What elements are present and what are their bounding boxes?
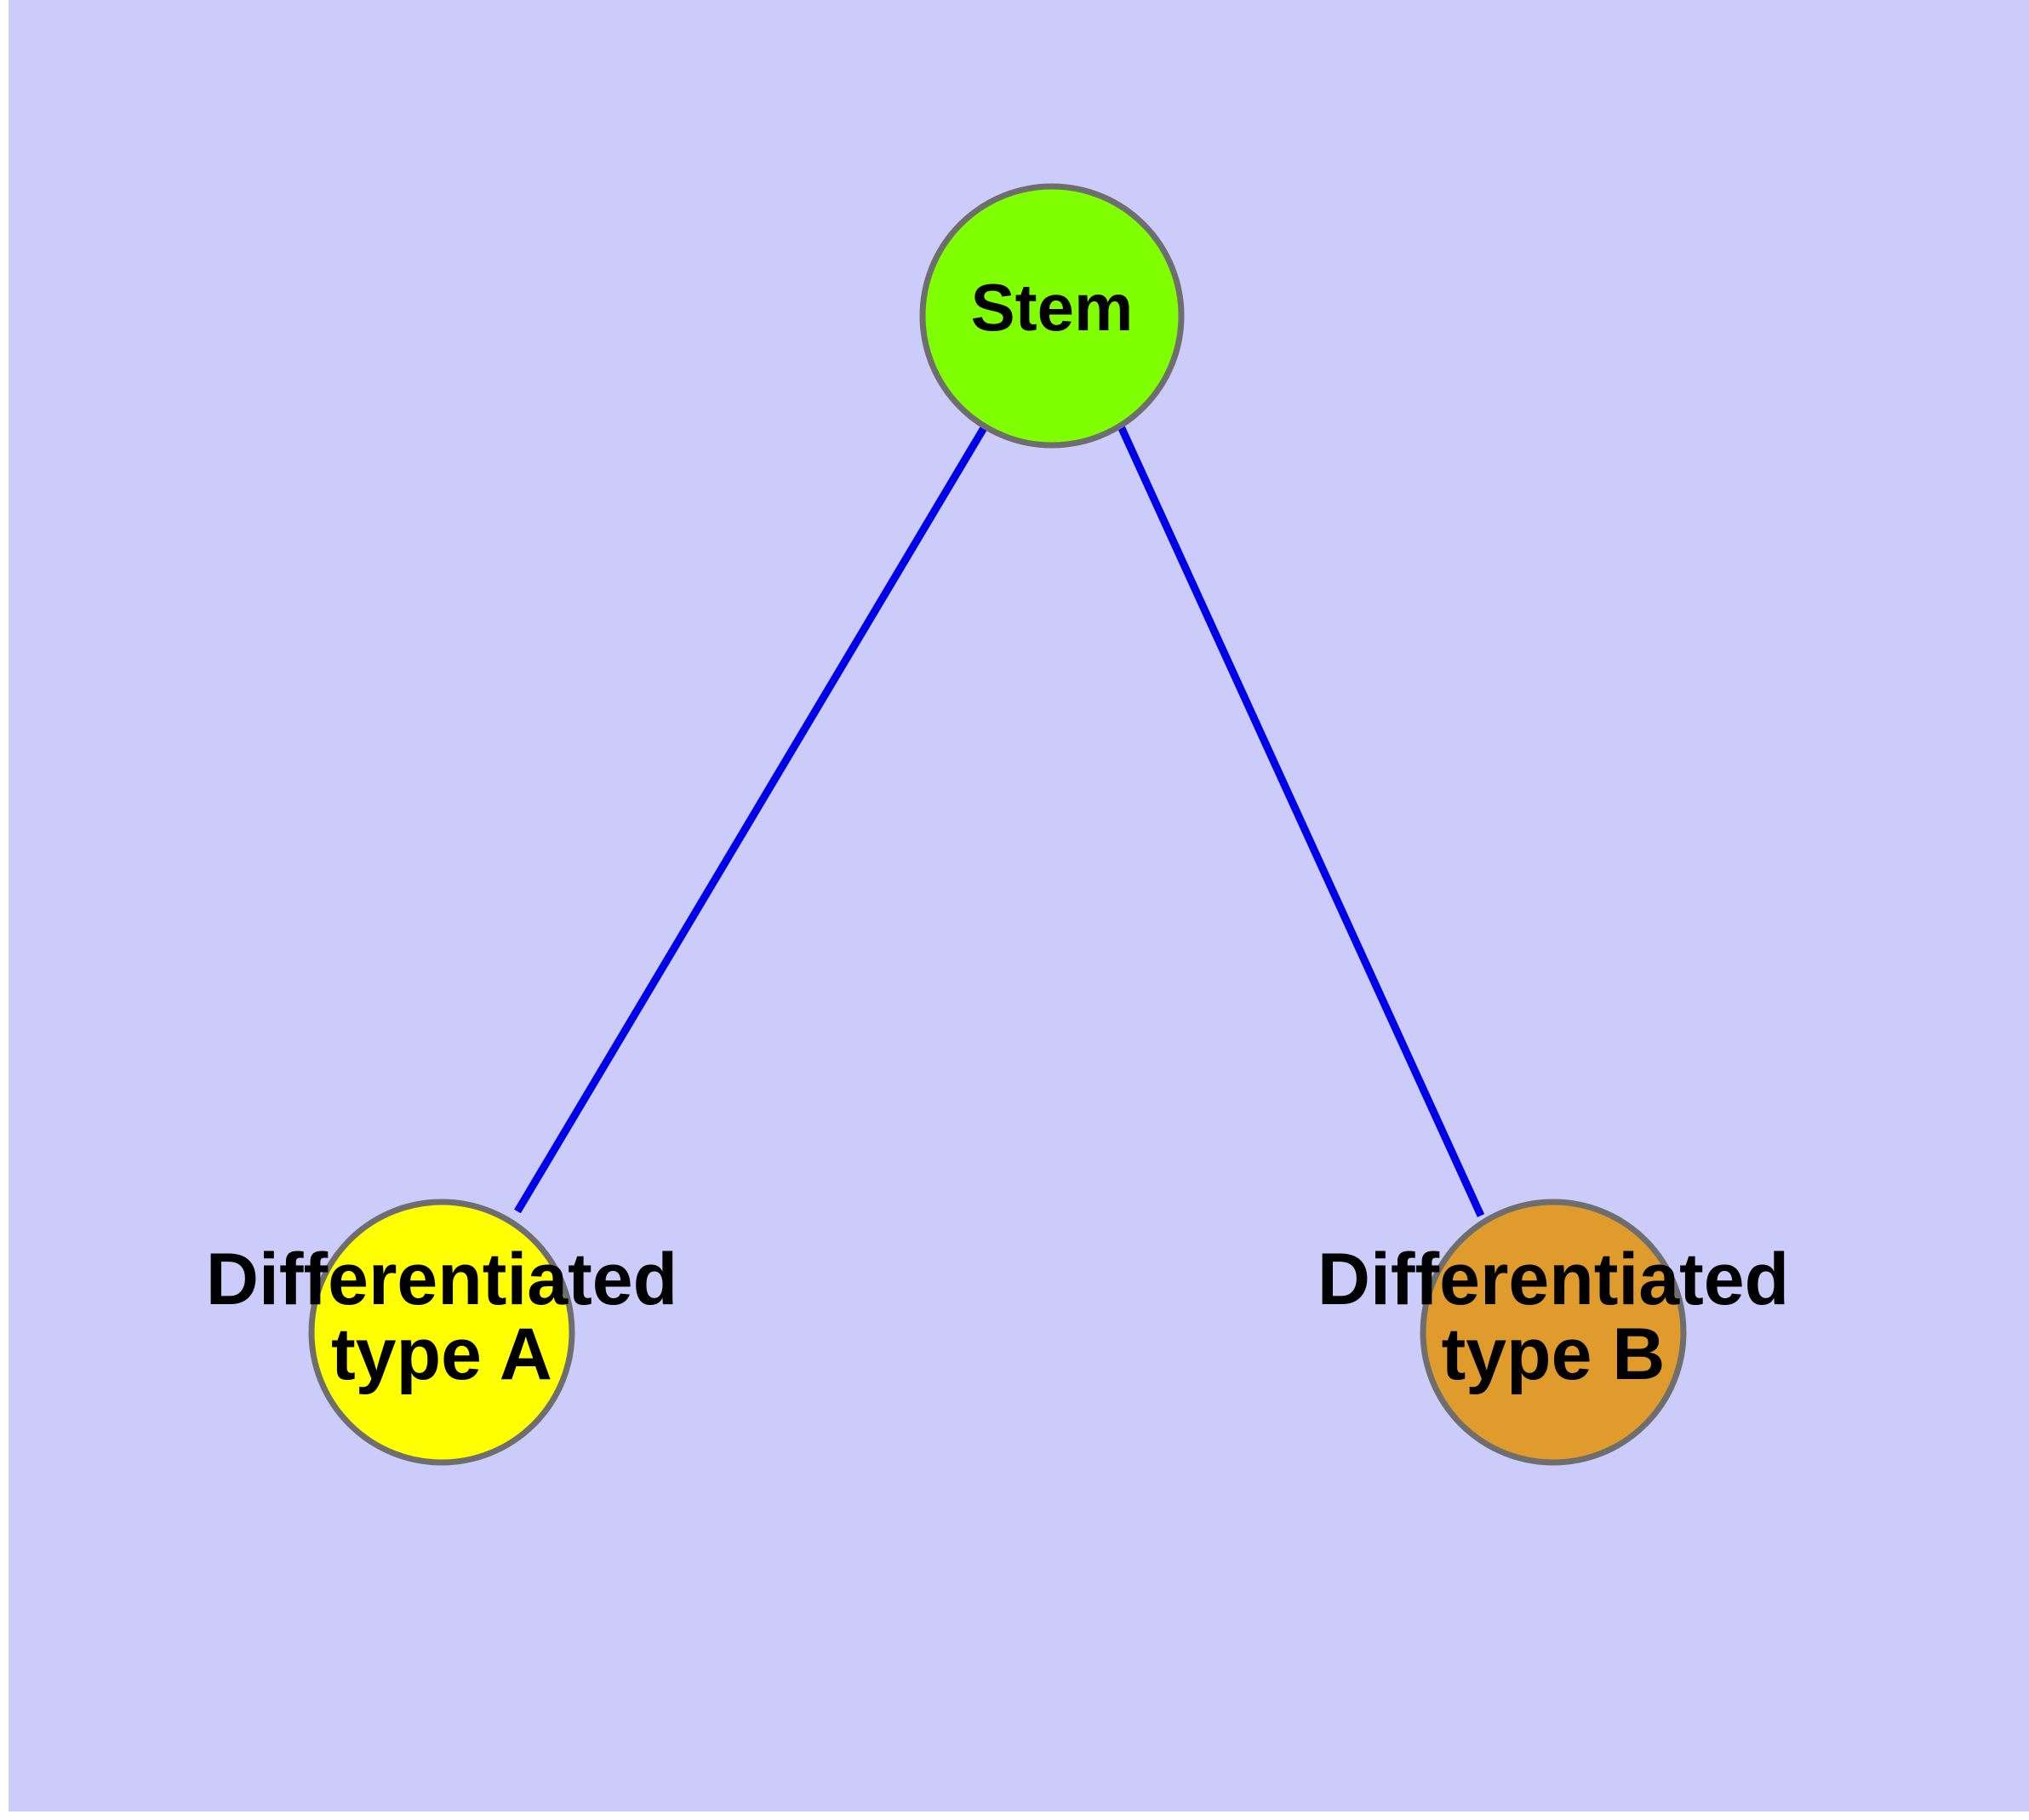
- edge-layer: [514, 424, 1485, 1217]
- node-differentiated-type-a[interactable]: [308, 1199, 575, 1466]
- node-differentiated-type-b[interactable]: [1420, 1199, 1687, 1466]
- edge-stem-to-differentiated-b: [1117, 425, 1485, 1217]
- node-stem[interactable]: [919, 183, 1185, 449]
- node-layer: [308, 183, 1687, 1466]
- edge-stem-to-differentiated-a: [514, 424, 988, 1214]
